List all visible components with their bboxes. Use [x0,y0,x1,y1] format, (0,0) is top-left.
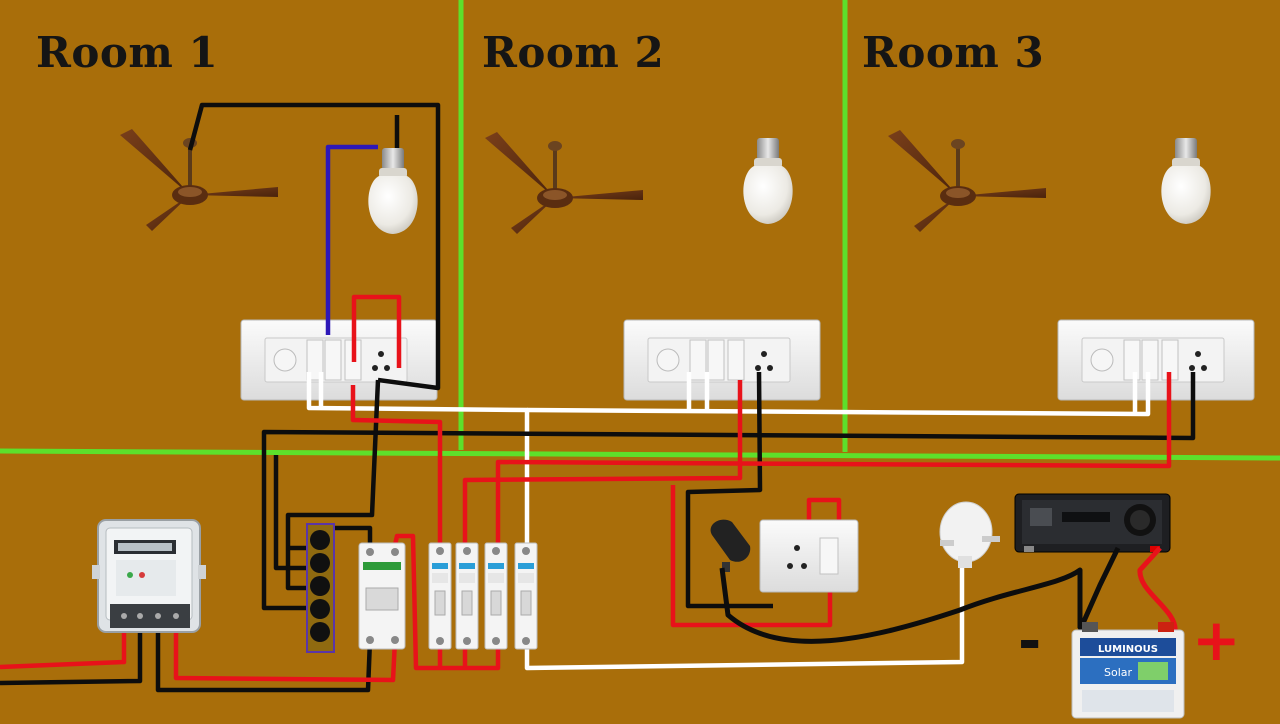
battery-positive-symbol: + [1192,606,1241,674]
energy-meter-icon [92,519,206,633]
room1-wiring [187,102,441,391]
room-dividers [0,0,1280,461]
bulb-icon [1161,138,1211,224]
mcb-icon [514,542,538,650]
plug-icon [710,519,751,572]
battery-icon: LUMINOUS Solar [1071,622,1185,719]
room-title: Room 1 [36,28,219,77]
inverter-icon [1014,493,1171,553]
busbar-icon [306,523,335,653]
battery-negative-symbol: - [1018,609,1041,674]
mcb-icon [428,542,452,650]
ceiling-fan-icon [888,130,1046,232]
room-title: Room 2 [482,28,665,77]
bulb-icon [743,138,793,224]
ceiling-fan-icon [485,132,643,234]
switch-board-icon [1057,319,1255,401]
mcb-icon [484,542,508,650]
room-title: Room 3 [862,28,1045,77]
battery-wiring [719,546,1178,644]
switch-board-icon [623,319,821,401]
bulb-icon [368,148,418,234]
battery-label: Solar [1104,666,1133,679]
switch-board-icon [240,319,438,401]
switch-board-icon [759,519,859,593]
battery-brand: LUMINOUS [1098,644,1158,655]
plug-icon [939,501,1000,568]
mcb-icon [358,542,406,650]
mcb-icon [455,542,479,650]
ceiling-fan-icon [120,129,278,231]
